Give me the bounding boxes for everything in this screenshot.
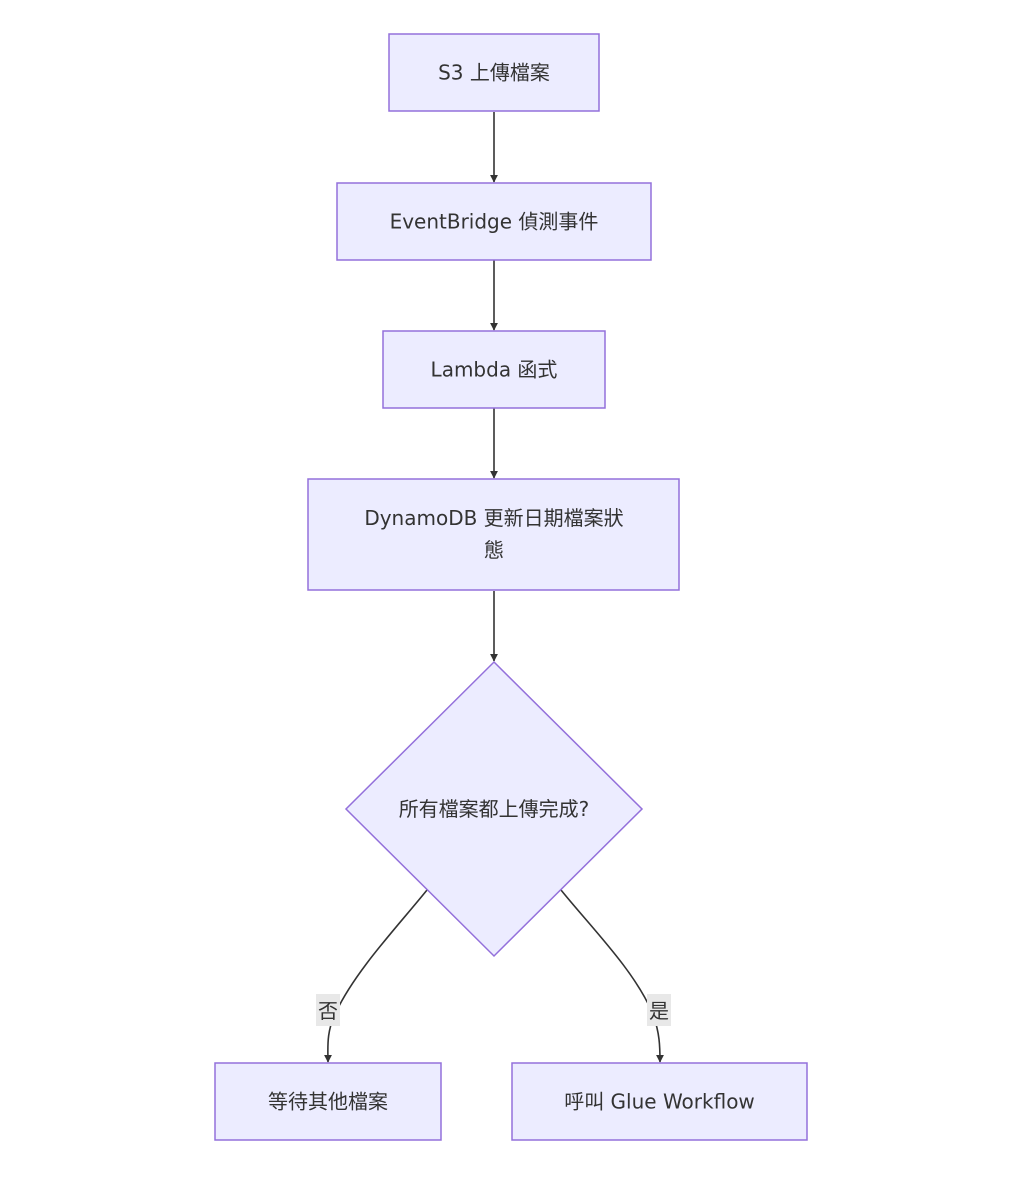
edge-label-yes-text: 是 <box>649 999 669 1023</box>
edge-decision-yes-to-glue <box>560 889 664 1063</box>
node-eventbridge: EventBridge 偵測事件 <box>336 182 652 261</box>
edge-label-no-background <box>316 994 340 1026</box>
node-call-glue-workflow: 呼叫 Glue Workflow <box>511 1062 808 1141</box>
edge-label-yes: 是 <box>647 994 671 1026</box>
node-lambda-label: Lambda 函式 <box>431 358 558 382</box>
edges <box>323 112 664 1063</box>
node-eventbridge-box <box>336 182 652 261</box>
node-lambda-box <box>382 330 606 409</box>
node-decision-label: 所有檔案都上傳完成? <box>399 797 590 821</box>
node-call-glue-workflow-label: 呼叫 Glue Workflow <box>564 1090 755 1114</box>
node-s3-upload-box <box>388 33 600 112</box>
edge-label-no-text: 否 <box>318 999 338 1023</box>
node-wait-other-files-box <box>214 1062 442 1141</box>
node-dynamodb-box <box>307 478 680 591</box>
node-eventbridge-label: EventBridge 偵測事件 <box>390 210 599 234</box>
edge-label-yes-background <box>647 994 671 1026</box>
node-s3-upload-label: S3 上傳檔案 <box>438 61 550 85</box>
node-wait-other-files-label: 等待其他檔案 <box>268 1090 388 1114</box>
edge-label-no: 否 <box>316 994 340 1026</box>
node-call-glue-workflow-box <box>511 1062 808 1141</box>
node-s3-upload: S3 上傳檔案 <box>388 33 600 112</box>
edge-decision-no-to-wait <box>323 889 428 1063</box>
node-dynamodb-label-line1: DynamoDB 更新日期檔案狀 <box>364 506 623 530</box>
node-decision: 所有檔案都上傳完成? <box>344 660 644 958</box>
node-lambda: Lambda 函式 <box>382 330 606 409</box>
node-decision-diamond <box>344 660 644 958</box>
node-dynamodb: DynamoDB 更新日期檔案狀 態 <box>307 478 680 591</box>
node-wait-other-files: 等待其他檔案 <box>214 1062 442 1141</box>
node-dynamodb-label-line2: 態 <box>484 538 504 562</box>
